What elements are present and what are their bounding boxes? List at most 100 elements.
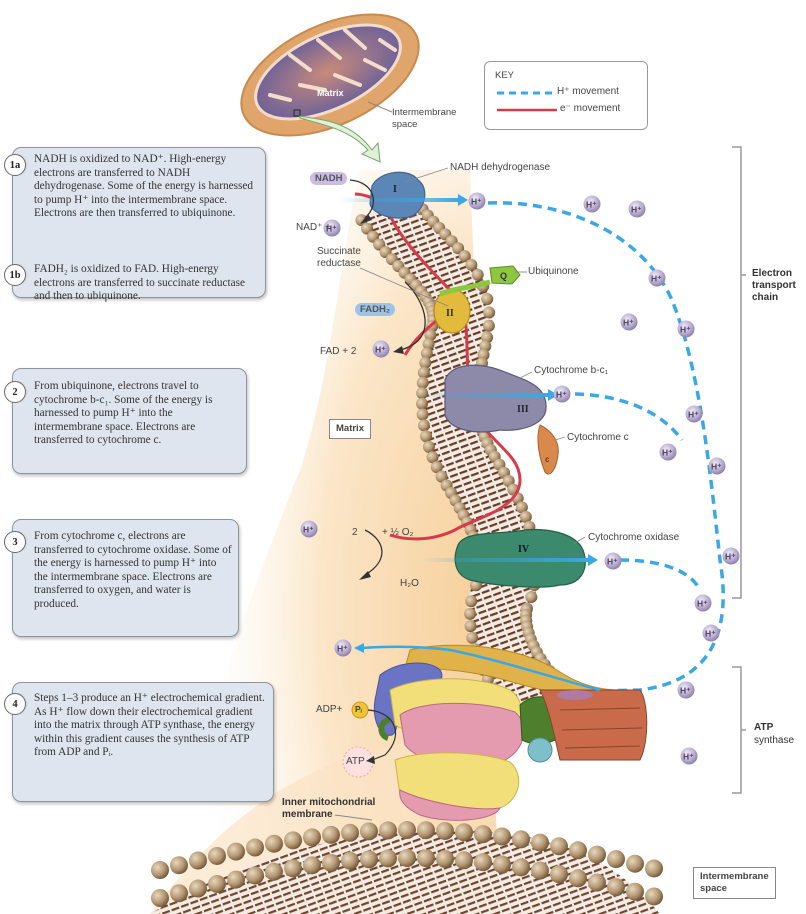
proton-h-plus: H⁺ [628, 200, 646, 218]
proton-h-plus: H⁺ [659, 443, 677, 461]
lipid-head [482, 319, 495, 332]
lipid-head [550, 837, 568, 856]
lipid-head [588, 845, 606, 864]
proton-h-plus: H⁺ [604, 552, 622, 570]
proton-h-plus: H⁺ [620, 313, 638, 331]
svg-text:H⁺: H⁺ [651, 274, 662, 284]
proton-h-plus: H⁺ [300, 520, 318, 538]
legend: KEY H⁺ movement e⁻ movement [484, 61, 648, 130]
nad-product-label: NAD⁺ + [296, 222, 332, 233]
step-badge-1a: 1a [4, 154, 26, 176]
svg-text:c: c [545, 455, 550, 464]
svg-text:H⁺: H⁺ [375, 345, 386, 355]
lipid-head [588, 873, 606, 892]
lipid-head [379, 849, 397, 868]
lipid-head [493, 827, 511, 846]
lipid-head [360, 850, 378, 869]
lipid-head [341, 823, 359, 842]
lipid-head [436, 849, 454, 868]
svg-text:H⁺: H⁺ [697, 599, 708, 609]
lipid-head [483, 306, 496, 319]
atp-bracket-label-line1: ATP [754, 722, 774, 733]
lipid-head [493, 855, 511, 874]
svg-text:H⁺: H⁺ [680, 686, 691, 696]
lipid-head [417, 849, 435, 868]
fadh2-pill: FADH₂ [355, 303, 396, 316]
lipid-head [303, 856, 321, 875]
svg-text:H⁺: H⁺ [303, 525, 314, 535]
svg-text:H⁺: H⁺ [586, 200, 597, 210]
lipid-head [455, 823, 473, 842]
lipid-head [151, 861, 169, 879]
lipid-head [227, 842, 245, 861]
lipid-head [422, 440, 435, 453]
lipid-head [170, 884, 188, 903]
lipid-head [474, 825, 492, 844]
proton-h-plus: H⁺ [648, 269, 666, 287]
lipid-head [435, 470, 448, 483]
step-box-1 [12, 147, 266, 298]
membrane-label: Inner mitochondrial membrane [282, 797, 376, 820]
complex-iii: III [444, 364, 547, 433]
lipid-head [189, 851, 207, 870]
lipid-head [512, 830, 530, 849]
atp-label: ATP [346, 756, 365, 767]
svg-text:H⁺: H⁺ [623, 318, 634, 328]
lipid-head [531, 833, 549, 852]
lipid-head [426, 451, 439, 464]
svg-text:II: II [446, 308, 454, 319]
step-badge-4: 4 [4, 693, 26, 715]
complex-i-numeral: I [393, 184, 397, 195]
label-cytochrome-c: Cytochrome c [567, 432, 629, 443]
svg-text:H⁺: H⁺ [705, 629, 716, 639]
lipid-head [452, 242, 465, 255]
step-badge-3: 3 [4, 531, 26, 553]
lipid-head [170, 856, 188, 875]
lipid-head [465, 595, 478, 608]
lipid-head [645, 859, 663, 878]
svg-text:H⁺: H⁺ [662, 448, 673, 458]
etc-bracket-label: Electron transport chain [752, 268, 796, 303]
lipid-head [322, 853, 340, 872]
svg-text:III: III [517, 404, 529, 415]
lipid-head [416, 408, 429, 421]
legend-item-h-movement: H⁺ movement [557, 86, 619, 97]
intermembrane-region-label: Intermembrane space [693, 867, 776, 899]
proton-h-plus: H⁺ [677, 681, 695, 699]
lipid-head [246, 838, 264, 857]
lipid-head [474, 853, 492, 872]
complex-i: I [369, 171, 426, 219]
atp-bracket-label-line2: synthase [754, 735, 795, 746]
lipid-head [355, 214, 368, 227]
lipid-head [284, 859, 302, 878]
step-badge-1b: 1b [4, 264, 26, 286]
lipid-head [512, 858, 530, 877]
label-ubiquinone: Ubiquinone [528, 266, 579, 277]
lipid-head [519, 510, 532, 523]
lipid-head [417, 419, 430, 432]
lipid-head [265, 862, 283, 881]
proton-h-plus: H⁺ [694, 594, 712, 612]
proton-h-plus: H⁺ [708, 457, 726, 475]
lipid-head [424, 329, 437, 342]
step-badge-2: 2 [4, 381, 26, 403]
svg-text:Q: Q [500, 271, 507, 281]
lipid-head [645, 887, 663, 906]
lipid-head [626, 854, 644, 873]
lipid-head [322, 825, 340, 844]
label-cytochrome-bc1: Cytochrome b-c₁ [534, 365, 608, 376]
proton-h-plus: H⁺ [553, 385, 571, 403]
proton-h-plus: H⁺ [685, 405, 703, 423]
lipid-head [398, 849, 416, 868]
lipid-head [419, 356, 432, 369]
lipid-head [246, 866, 264, 885]
svg-text:H⁺: H⁺ [337, 644, 348, 654]
lipid-head [607, 878, 625, 897]
svg-text:H⁺: H⁺ [607, 557, 618, 567]
lipid-head [515, 501, 528, 514]
lipid-head [607, 850, 625, 869]
svg-text:H⁺: H⁺ [688, 410, 699, 420]
proton-h-plus: H⁺ [677, 320, 695, 338]
step-box-2 [12, 368, 247, 474]
